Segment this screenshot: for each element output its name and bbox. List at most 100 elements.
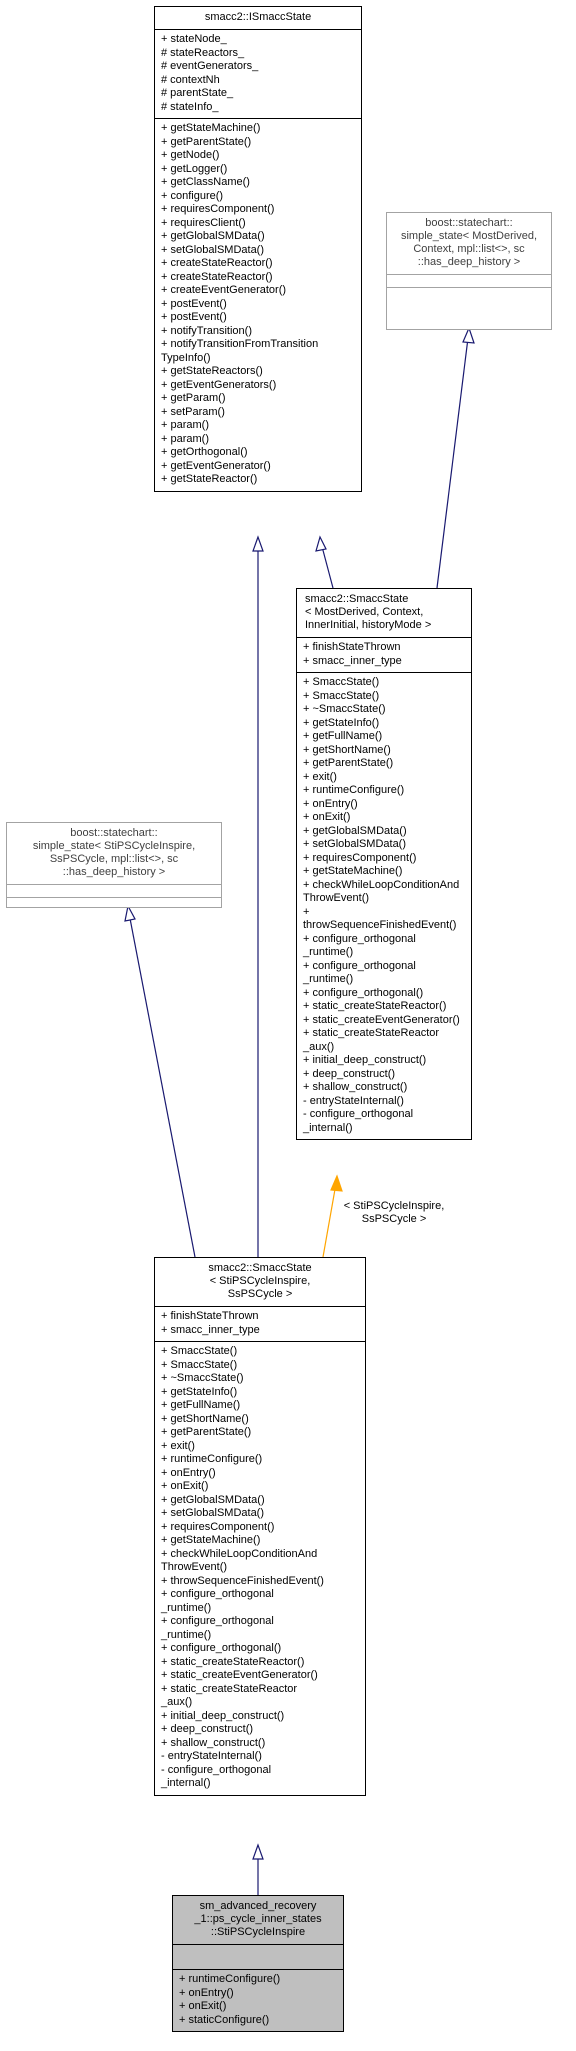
member-public: + notifyTransition() [161,324,252,337]
member-public: + SmaccState() [161,1358,238,1371]
member-public: + requiresClient() [161,216,246,229]
member-public: + runtimeConfigure() [161,1453,263,1465]
member-public: + checkWhileLoopConditionAnd ThrowEvent(… [161,1547,318,1574]
member-public: + static_createStateReactor() [161,1655,305,1668]
member-public: + finishStateThrown [161,1310,259,1322]
member-public: + smacc_inner_type [303,654,402,667]
member-protected: # stateInfo_ [161,100,219,113]
member-public: + postEvent() [161,297,227,310]
class-sti-ps-cycle-inspire[interactable]: sm_advanced_recovery _1::ps_cycle_inner_… [172,1895,344,2032]
member-public: + createStateReactor() [161,257,273,269]
member-public: + static_createStateReactor _aux() [161,1682,298,1709]
arrowhead-template [330,1174,343,1192]
member-public: + setParam() [161,405,225,418]
member-private: - entryStateInternal() [161,1750,262,1762]
member-public: + getOrthogonal() [161,446,248,458]
member-public: + getGlobalSMData() [303,824,407,837]
arrowhead-ismacc-specific [252,535,264,552]
class-smacc-state-specific[interactable]: smacc2::SmaccState < StiPSCycleInspire, … [154,1257,366,1796]
member-public: + param() [161,432,209,445]
member-public: + getNode() [161,149,220,161]
class-simple-state-generic-title: boost::statechart:: simple_state< MostDe… [400,217,538,268]
member-public: + checkWhileLoopConditionAnd ThrowEvent(… [303,878,460,905]
member-public: + deep_construct() [161,1723,254,1735]
member-public: + configure_orthogonal() [161,1642,282,1654]
member-public: + requiresComponent() [161,1520,275,1533]
member-public: + getStateReactors() [161,365,263,377]
class-smacc-state-specific-attributes: + finishStateThrown+ smacc_inner_type [155,1306,365,1341]
member-public: + shallow_construct() [303,1081,408,1093]
member-public: + static_createStateReactor() [303,1000,447,1012]
member-public: + notifyTransitionFromTransition TypeInf… [161,338,319,364]
member-public: + onExit() [303,811,351,823]
edge-template-binding [322,1177,338,1258]
class-smacc-state-generic-title: smacc2::SmaccState < MostDerived, Contex… [305,593,432,631]
member-private: - configure_orthogonal _internal() [303,1108,414,1134]
member-public: + static_createEventGenerator() [303,1013,460,1026]
edge-smacc-generic-to-simple-generic [436,329,470,589]
member-public: + smacc_inner_type [161,1323,260,1336]
member-public: + static_createEventGenerator() [161,1669,318,1681]
class-smacc-state-generic[interactable]: smacc2::SmaccState < MostDerived, Contex… [296,588,472,1140]
member-public: + createEventGenerator() [161,284,287,296]
member-public: + runtimeConfigure() [303,784,405,796]
member-public: + initial_deep_construct() [303,1054,427,1066]
class-sti-ps-cycle-inspire-attributes [173,1944,343,1969]
member-public: + getStateMachine() [161,122,261,134]
member-public: + onEntry() [161,1466,216,1479]
class-sti-ps-cycle-inspire-methods: + runtimeConfigure()+ onEntry()+ onExit(… [173,1969,343,2031]
member-public: + finishStateThrown [303,641,401,653]
class-smacc-state-specific-methods: + SmaccState()+ SmaccState()+ ~SmaccStat… [155,1341,365,1795]
member-public: + getStateReactor() [161,473,258,485]
member-public: + exit() [303,770,337,783]
member-public: + SmaccState() [303,689,380,702]
member-private: - configure_orthogonal _internal() [161,1763,272,1790]
class-simple-state-generic-methods [387,287,551,300]
member-protected: # parentState_ [161,87,234,99]
member-public: + initial_deep_construct() [161,1709,285,1722]
member-public: + setGlobalSMData() [303,838,407,850]
class-simple-state-specific-attributes [7,884,221,897]
member-public: + getShortName() [303,743,391,756]
member-public: + SmaccState() [161,1345,238,1357]
member-public: + configure_orthogonal _runtime() [161,1615,274,1641]
class-simple-state-specific[interactable]: boost::statechart:: simple_state< StiPSC… [6,822,222,908]
class-ismacc-state-attributes: + stateNode_# stateReactors_# eventGener… [155,29,361,118]
class-smacc-state-generic-methods: + SmaccState()+ SmaccState()+ ~SmaccStat… [297,672,471,1139]
member-protected: # eventGenerators_ [161,60,259,72]
member-public: + getParentState() [161,1426,252,1438]
class-simple-state-specific-title: boost::statechart:: simple_state< StiPSC… [32,827,196,878]
member-public: + getFullName() [303,730,383,742]
class-smacc-state-generic-attributes: + finishStateThrown+ smacc_inner_type [297,637,471,672]
member-public: + SmaccState() [303,676,380,688]
member-public: + runtimeConfigure() [179,1973,281,1985]
member-public: + getStateInfo() [161,1385,238,1398]
member-public: + requiresComponent() [303,851,417,864]
member-public: + getClassName() [161,176,250,188]
member-public: + staticConfigure() [179,2013,270,2026]
class-smacc-state-specific-title: smacc2::SmaccState < StiPSCycleInspire, … [208,1262,312,1300]
member-public: + stateNode_ [161,33,227,45]
arrowhead-simple-generic [462,326,475,344]
member-public: + onEntry() [303,797,358,810]
member-public: + configure_orthogonal _runtime() [303,932,416,959]
member-public: + onExit() [179,2000,227,2012]
class-simple-state-specific-methods [7,897,221,910]
member-public: + setGlobalSMData() [161,1507,265,1519]
member-public: + getStateInfo() [303,716,380,729]
class-ismacc-state[interactable]: smacc2::ISmaccState + stateNode_# stateR… [154,6,362,492]
arrowhead-ismacc-generic [315,535,327,552]
member-public: + getParentState() [161,135,252,148]
member-public: + requiresComponent() [161,203,275,215]
member-public: + ~SmaccState() [303,703,386,715]
member-public: + createStateReactor() [161,270,273,283]
class-simple-state-generic[interactable]: boost::statechart:: simple_state< MostDe… [386,212,552,330]
member-public: + onExit() [161,1480,209,1492]
member-public: + postEvent() [161,311,227,323]
template-binding-label: < StiPSCycleInspire, SsPSCycle > [343,1200,445,1225]
class-simple-state-generic-attributes [387,274,551,287]
member-public: + getStateMachine() [303,865,403,877]
member-public: + param() [161,419,209,431]
class-ismacc-state-title: smacc2::ISmaccState [204,11,312,23]
member-public: + configure_orthogonal() [303,986,424,999]
